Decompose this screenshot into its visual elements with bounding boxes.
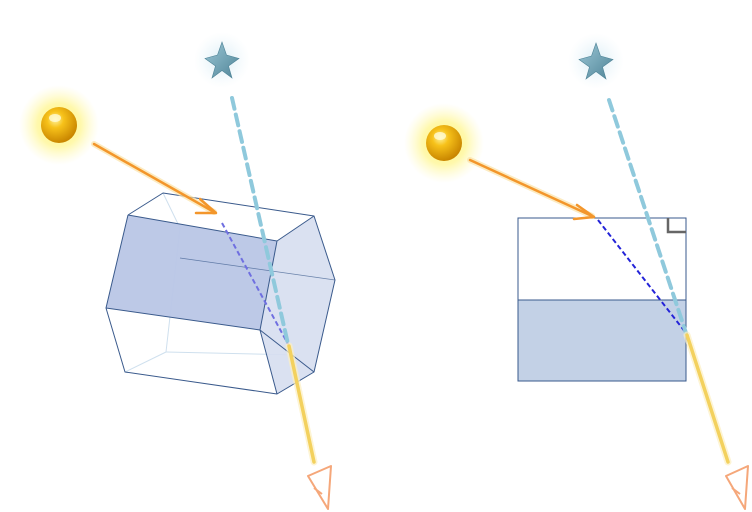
hexagonal-crystal-panel [19,32,336,510]
water-tank-panel [404,33,749,510]
water-tank [517,217,687,382]
star-icon [194,32,250,88]
sun-icon [404,103,484,183]
apparent-star-ray [607,98,688,335]
eye-icon [307,465,332,510]
incident-ray [467,157,596,221]
internal-ray [221,222,289,345]
eye-icon [725,465,749,510]
water-body [517,299,687,382]
incident-ray [91,141,218,215]
refracted-ray [285,342,318,466]
crystal-end-face [260,216,335,394]
crystal-prism [106,215,336,394]
sun-icon [19,85,99,165]
refracted-ray [683,331,732,466]
crystal-edges [105,192,336,395]
apparent-star-ray [230,96,290,346]
star-icon [568,33,624,89]
right-angle-marker [666,218,686,234]
